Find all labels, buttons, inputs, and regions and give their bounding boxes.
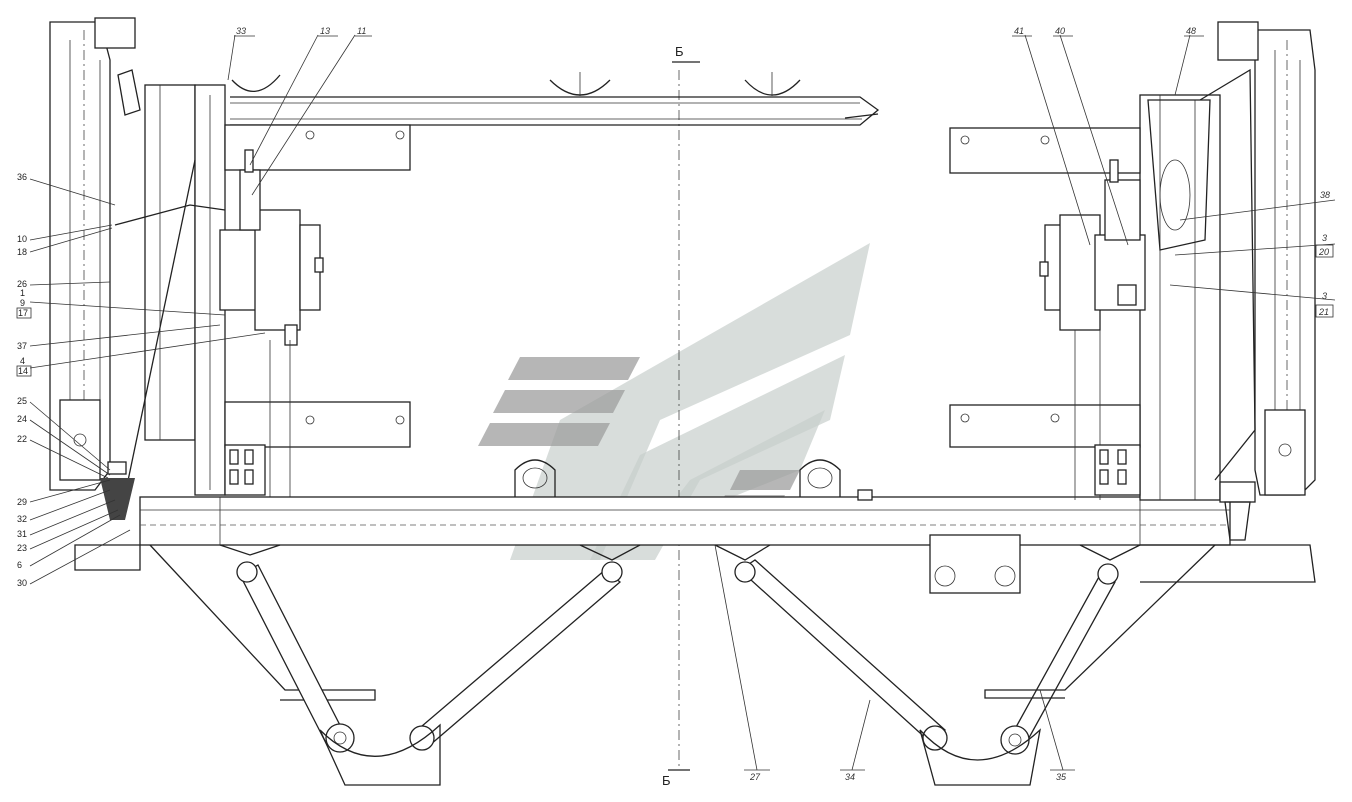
callout-9: 9 [20, 298, 25, 308]
callout-23: 23 [17, 543, 27, 553]
left-mount-brackets [224, 124, 411, 448]
callout-14: 14 [18, 366, 28, 376]
callout-40: 40 [1055, 26, 1065, 36]
left-pump-unit [219, 149, 324, 500]
left-callout-labels: 36 10 18 26 1 9 17 37 4 14 25 24 22 29 3… [16, 172, 32, 588]
callout-10: 10 [17, 234, 27, 244]
left-column [114, 84, 226, 496]
callout-27: 27 [749, 772, 761, 782]
callout-3b: 3 [1322, 291, 1327, 301]
callout-4: 4 [20, 356, 25, 366]
callout-41: 41 [1014, 26, 1024, 36]
callout-25: 25 [17, 396, 27, 406]
callout-11: 11 [357, 26, 366, 36]
section-mark-bottom: Б [662, 773, 671, 788]
top-frame-beam [230, 72, 880, 126]
beam-bosses [514, 459, 1021, 594]
callout-3a: 3 [1322, 233, 1327, 243]
callout-17: 17 [18, 308, 28, 318]
right-radiator-panel [1217, 21, 1316, 496]
callout-22: 22 [17, 434, 27, 444]
leader-lines [29, 34, 1336, 771]
callout-32: 32 [17, 514, 27, 524]
callout-31: 31 [17, 529, 27, 539]
callout-20: 20 [1318, 247, 1329, 257]
left-radiator-panel [49, 17, 141, 491]
suspension-links [149, 544, 1216, 786]
right-pump-unit [1039, 159, 1146, 500]
callout-26: 26 [17, 279, 27, 289]
callout-18: 18 [17, 247, 27, 257]
callout-13: 13 [320, 26, 330, 36]
callout-38: 38 [1320, 190, 1330, 200]
center-section-line: Б Б [662, 44, 700, 788]
callout-30: 30 [17, 578, 27, 588]
callout-36: 36 [17, 172, 27, 182]
main-lower-beam [74, 496, 1316, 583]
callout-48: 48 [1186, 26, 1196, 36]
callout-1: 1 [20, 288, 25, 298]
right-column [1139, 68, 1256, 501]
callout-34: 34 [845, 772, 855, 782]
callout-21: 21 [1318, 307, 1329, 317]
top-callout-labels: 33 13 11 41 40 48 [234, 26, 1204, 37]
callout-37: 37 [17, 341, 27, 351]
section-mark-top: Б [675, 44, 684, 59]
callout-29: 29 [17, 497, 27, 507]
bottom-callout-labels: 27 34 35 [744, 769, 1075, 782]
right-mount-brackets [949, 127, 1141, 448]
callout-6: 6 [17, 560, 22, 570]
left-valve-block [224, 444, 266, 496]
callout-35: 35 [1056, 772, 1067, 782]
callout-24: 24 [17, 414, 27, 424]
left-damper [100, 461, 135, 520]
right-callout-labels: 38 3 20 3 21 [1315, 190, 1334, 318]
right-valve-block [1094, 444, 1141, 496]
right-damper [1219, 481, 1256, 541]
callout-33: 33 [236, 26, 246, 36]
